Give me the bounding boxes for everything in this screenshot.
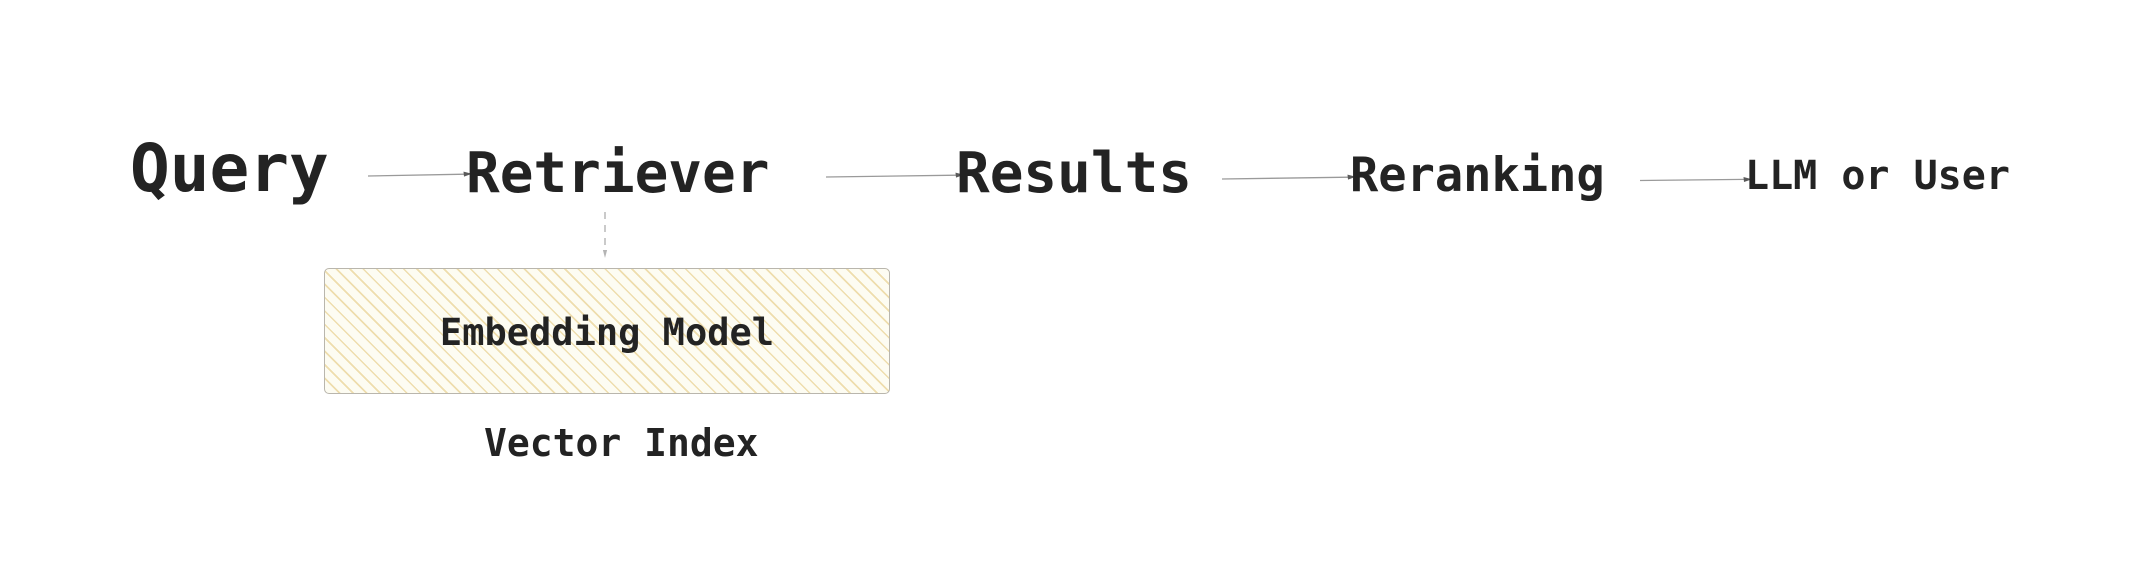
node-reranking: Reranking — [1350, 148, 1605, 203]
connector-reranking-to-llm-user — [1640, 174, 1752, 186]
vector-index-caption: Vector Index — [484, 421, 759, 465]
node-query: Query — [130, 130, 329, 207]
embedding-model-label: Embedding Model — [439, 310, 775, 354]
embedding-model-box: Embedding Model — [324, 268, 890, 394]
connector-results-to-reranking — [1222, 172, 1356, 184]
node-retriever: Retriever — [466, 141, 770, 206]
node-results: Results — [956, 141, 1193, 206]
node-llm-or-user: LLM or User — [1745, 153, 2010, 199]
connector-query-to-retriever — [368, 169, 472, 181]
connector-retriever-to-results — [826, 170, 964, 182]
connector-retriever-to-embedding — [601, 212, 609, 258]
